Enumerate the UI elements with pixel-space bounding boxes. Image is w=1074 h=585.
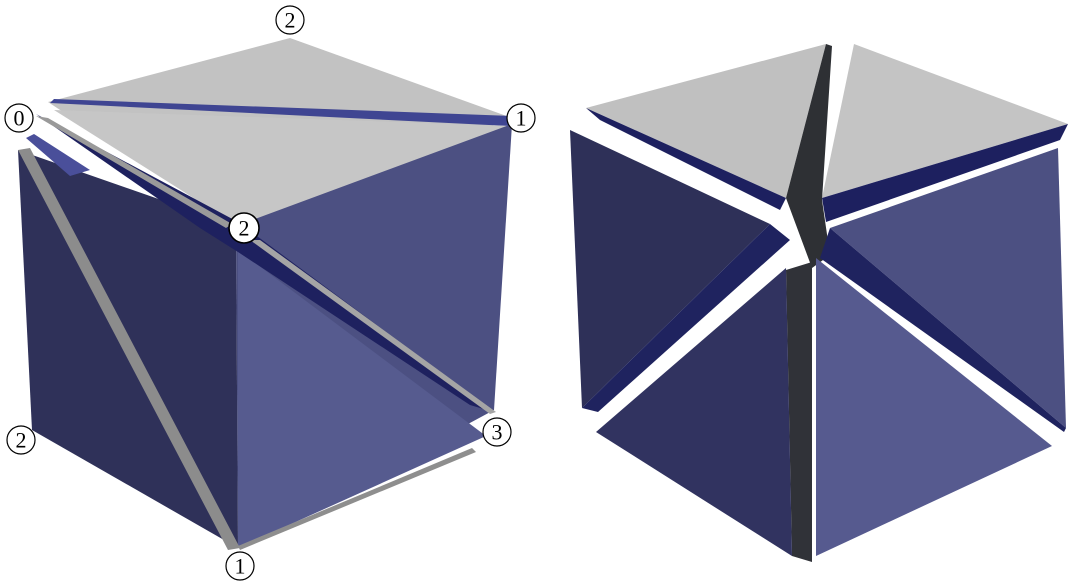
label-left-top-2: 2 — [276, 6, 304, 34]
left-cube: 2 0 1 2 2 3 1 — [5, 6, 535, 580]
label-left-top-1: 1 — [507, 104, 535, 132]
right-cube — [570, 44, 1068, 562]
label-left-top-2-text: 2 — [285, 8, 296, 33]
label-left-0-text: 0 — [14, 106, 25, 131]
label-left-0: 0 — [5, 104, 33, 132]
label-left-side-2-text: 2 — [16, 428, 27, 453]
label-left-3: 3 — [483, 418, 511, 446]
label-left-center-2-text: 2 — [239, 216, 250, 241]
label-left-3-text: 3 — [492, 420, 503, 445]
label-left-bottom-1: 1 — [226, 552, 254, 580]
label-left-bottom-1-text: 1 — [235, 554, 246, 579]
label-left-top-1-text: 1 — [516, 106, 527, 131]
label-left-center-2: 2 — [229, 213, 259, 243]
label-left-side-2: 2 — [7, 426, 35, 454]
